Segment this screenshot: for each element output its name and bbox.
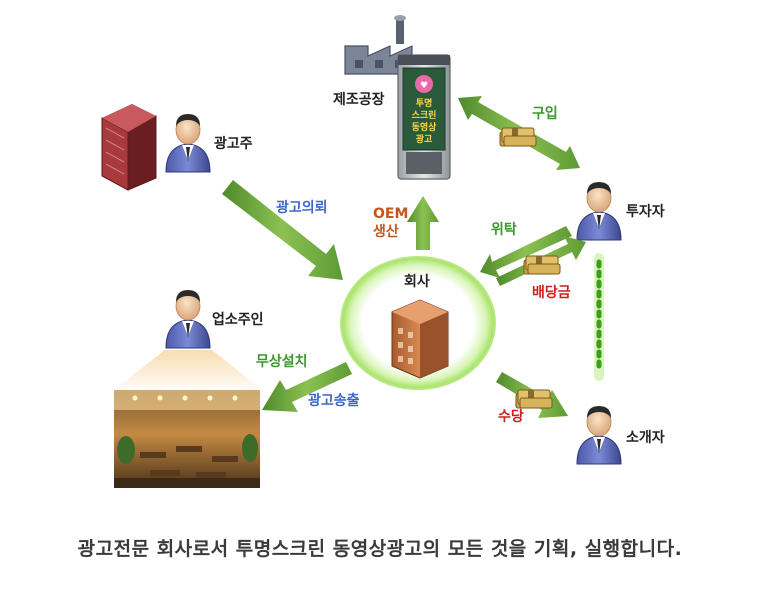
label-oem: OEM <box>373 206 408 222</box>
investor-person-icon <box>576 181 622 241</box>
arrow-ad-request <box>222 180 343 280</box>
label-production: 생산 <box>373 223 399 240</box>
money-bundle-dividend-icon <box>523 255 561 275</box>
label-consign: 위탁 <box>491 221 517 238</box>
money-bundle-purchase-icon <box>499 127 537 147</box>
store-owner-person-icon <box>165 289 211 349</box>
money-bundle-commission-icon <box>515 389 553 409</box>
arrow-install-broadcast <box>262 362 352 412</box>
arrow-consign <box>480 226 572 278</box>
screen-text-line-3: 동영상 <box>412 121 438 133</box>
referrer-person-icon <box>576 405 622 465</box>
screen-text-line-4: 광고 <box>416 133 433 145</box>
caption-text: 광고전문 회사로서 투명스크린 동영상광고의 모든 것을 기획, 실행합니다. <box>77 538 683 560</box>
spotlight-beam <box>114 350 262 390</box>
transparent-screen-display-icon: ♥ <box>397 54 451 180</box>
svg-text:♥: ♥ <box>420 81 428 91</box>
label-company: 회사 <box>404 274 430 290</box>
screen-ad-text: 투명 스크린 동영상 광고 <box>412 97 438 145</box>
label-free-install: 무상설치 <box>256 354 308 370</box>
advertiser-person-icon <box>165 113 211 173</box>
label-store-owner: 업소주인 <box>212 311 264 328</box>
screen-text-line-1: 투명 <box>416 97 433 109</box>
label-commission: 수당 <box>498 408 524 425</box>
arrow-oem-production <box>407 196 439 250</box>
screen-text-line-2: 스크린 <box>412 110 437 121</box>
label-advertiser: 광고주 <box>214 135 253 152</box>
label-dividend: 배당금 <box>532 284 571 301</box>
label-investor: 투자자 <box>626 204 665 220</box>
label-ad-request: 광고의뢰 <box>276 199 328 216</box>
company-building-icon <box>391 299 449 379</box>
label-ad-broadcast: 광고송출 <box>308 392 360 409</box>
label-factory: 제조공장 <box>333 91 385 108</box>
restaurant-photo <box>114 390 260 488</box>
label-purchase: 구입 <box>532 106 558 122</box>
label-referrer: 소개자 <box>626 430 665 446</box>
advertiser-building-icon <box>101 104 157 191</box>
